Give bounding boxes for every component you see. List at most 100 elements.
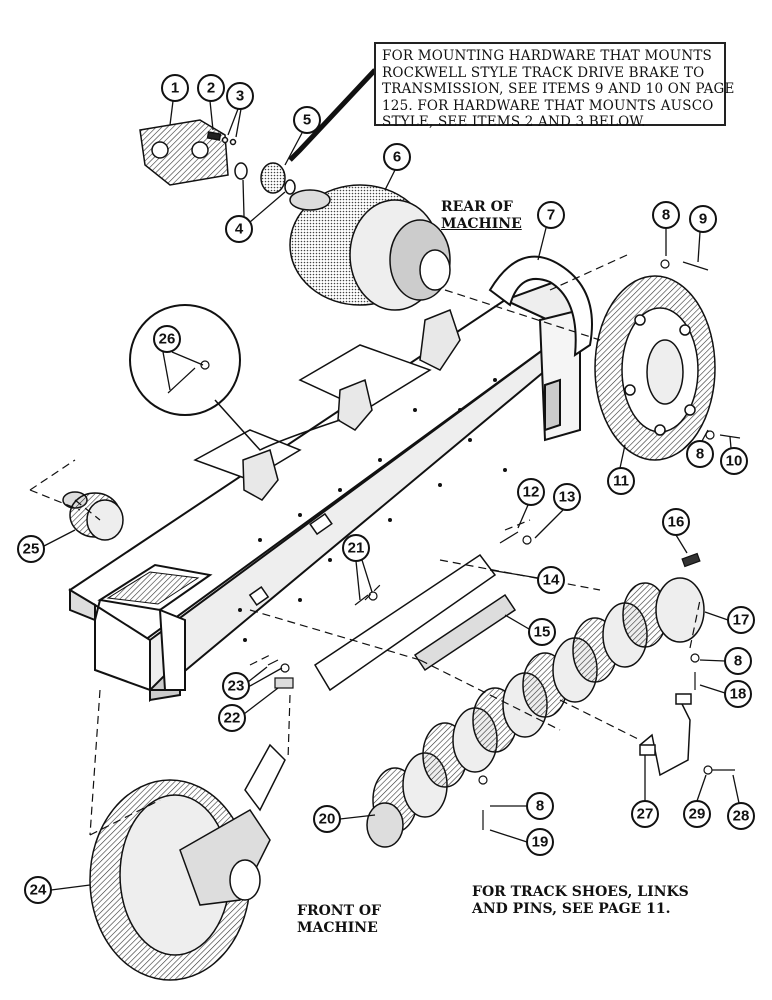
callout-26: 26 [153, 325, 181, 353]
callout-29: 29 [683, 800, 711, 828]
svg-text:8: 8 [734, 653, 742, 670]
svg-text:27: 27 [637, 806, 654, 823]
svg-text:17: 17 [733, 612, 750, 629]
mounting-hardware-note: FOR MOUNTING HARDWARE THAT MOUNTS ROCKWE… [374, 42, 735, 130]
svg-text:11: 11 [613, 473, 629, 490]
svg-text:29: 29 [689, 806, 706, 823]
svg-text:20: 20 [319, 811, 336, 828]
note-leader [288, 68, 377, 162]
brake-motor-assembly [139, 119, 296, 195]
callout-4: 4 [225, 215, 253, 243]
carrier-roller [62, 491, 124, 541]
track-shoes-note: FOR TRACK SHOES, LINKS AND PINS, SEE PAG… [472, 884, 689, 918]
frame-slot-cutouts [248, 512, 333, 606]
track-roller [622, 577, 705, 648]
front-line-1: FRONT OF [297, 903, 381, 919]
track-frame [68, 278, 582, 703]
svg-text:8: 8 [536, 798, 544, 815]
small-hardware [167, 259, 741, 830]
callout-2: 2 [197, 74, 225, 102]
callout-23: 23 [222, 672, 250, 700]
track-guides [313, 553, 517, 692]
callout-16: 16 [662, 508, 690, 536]
svg-text:15: 15 [534, 624, 551, 641]
note-line: STYLE, SEE ITEMS 2 AND 3 BELOW. [382, 114, 646, 130]
note-line: ROCKWELL STYLE TRACK DRIVE BRAKE TO [382, 64, 705, 81]
callout-10: 10 [720, 447, 748, 475]
svg-text:21: 21 [348, 540, 365, 557]
callout-19: 19 [526, 828, 554, 856]
callout-14: 14 [537, 566, 565, 594]
svg-text:8: 8 [696, 446, 704, 463]
svg-text:19: 19 [532, 834, 549, 851]
svg-text:16: 16 [668, 514, 685, 531]
dashed-alignment-lines [29, 254, 701, 836]
svg-text:3: 3 [236, 88, 244, 105]
guard-bracket [639, 693, 692, 777]
callout-15: 15 [528, 618, 556, 646]
track-shoes-line-1: FOR TRACK SHOES, LINKS [472, 884, 689, 900]
callout-27: 27 [631, 800, 659, 828]
note-line: FOR MOUNTING HARDWARE THAT MOUNTS [382, 48, 712, 64]
callout-12: 12 [517, 478, 545, 506]
callout-8: 8 [686, 440, 714, 468]
svg-text:8: 8 [662, 207, 670, 224]
note-line: 125. FOR HARDWARE THAT MOUNTS AUSCO [382, 97, 714, 114]
svg-text:18: 18 [730, 686, 747, 703]
callout-8: 8 [724, 647, 752, 675]
svg-text:6: 6 [393, 149, 401, 166]
svg-text:13: 13 [559, 489, 576, 506]
rear-line-2: MACHINE [441, 216, 522, 232]
svg-text:1: 1 [171, 80, 179, 97]
callout-21: 21 [342, 534, 370, 562]
rear-of-machine-label: REAR OF MACHINE [441, 199, 522, 233]
drive-sprocket [594, 275, 716, 461]
callout-20: 20 [313, 805, 341, 833]
svg-text:24: 24 [30, 882, 47, 899]
sprocket-guard [488, 255, 593, 357]
svg-text:7: 7 [547, 207, 555, 224]
svg-text:12: 12 [523, 484, 540, 501]
svg-text:28: 28 [733, 808, 750, 825]
svg-text:26: 26 [159, 331, 176, 348]
svg-text:9: 9 [699, 211, 707, 228]
final-drive-planetary [289, 184, 451, 311]
callout-1: 1 [161, 74, 189, 102]
track-roller-front [366, 802, 404, 848]
detail-inset [129, 304, 341, 451]
callout-8: 8 [526, 792, 554, 820]
svg-text:10: 10 [726, 453, 743, 470]
callout-6: 6 [383, 143, 411, 171]
note-line: TRANSMISSION, SEE ITEMS 9 AND 10 ON PAGE [382, 81, 735, 97]
callout-22: 22 [218, 704, 246, 732]
callout-3: 3 [226, 82, 254, 110]
callout-9: 9 [689, 205, 717, 233]
svg-text:14: 14 [543, 572, 560, 589]
svg-text:25: 25 [23, 541, 40, 558]
roller-brackets [242, 309, 461, 501]
callouts: 1 2 3 4 5 6 7 [17, 74, 755, 904]
svg-text:22: 22 [224, 710, 241, 727]
callout-17: 17 [727, 606, 755, 634]
svg-text:5: 5 [303, 112, 311, 129]
callout-13: 13 [553, 483, 581, 511]
rear-line-1: REAR OF [441, 199, 513, 215]
front-of-machine-label: FRONT OF MACHINE [297, 903, 381, 937]
callout-24: 24 [24, 876, 52, 904]
svg-text:23: 23 [228, 678, 245, 695]
svg-text:2: 2 [207, 80, 215, 97]
track-rollers [366, 577, 705, 848]
front-idler [89, 743, 286, 981]
callout-7: 7 [537, 201, 565, 229]
callout-8: 8 [652, 201, 680, 229]
callout-5: 5 [293, 106, 321, 134]
frame-bolt-holes [238, 378, 507, 642]
callout-leaders [43, 100, 740, 891]
track-shoes-line-2: AND PINS, SEE PAGE 11. [472, 901, 671, 917]
svg-text:4: 4 [235, 221, 244, 238]
callout-11: 11 [607, 467, 635, 495]
callout-28: 28 [727, 802, 755, 830]
callout-25: 25 [17, 535, 45, 563]
